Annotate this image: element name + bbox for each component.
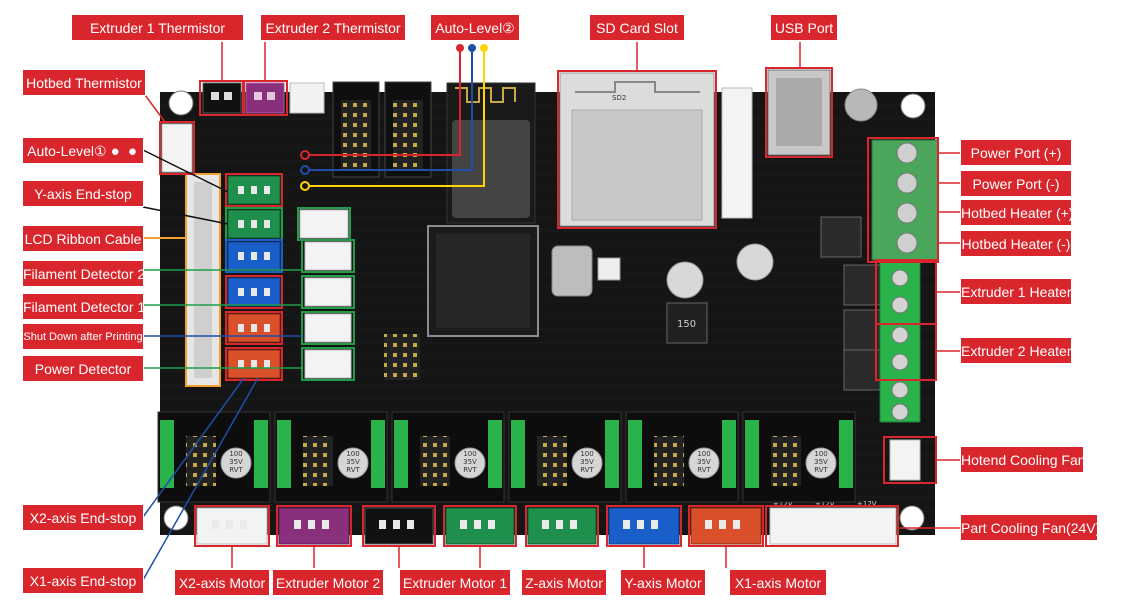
label-extruder-motor-2: Extruder Motor 2 [272,569,384,596]
driver-pin-strip [745,420,759,488]
usb-capacitor [844,88,878,122]
label-hotbed-heater-minus: Hotbed Heater (-) [960,230,1072,257]
label-sd-card-slot: SD Card Slot [589,14,685,41]
driver-capacitor [220,447,252,479]
label-extruder2-heater: Extruder 2 Heater [960,337,1072,364]
hotend-fan-connector [889,439,921,481]
label-auto-level-1: Auto-Level①● ● [22,137,144,164]
driver-jumper-header [303,436,333,486]
auto-level-1-text: Auto-Level① [27,143,107,159]
capacitor-text: RVT [814,466,828,474]
label-extruder1-heater: Extruder 1 Heater [960,278,1072,305]
svg-text:+12V: +12V [857,500,877,508]
auto-level-1-dots: ● ● [110,143,139,160]
driver-pin-strip [839,420,853,488]
capacitor-text: 35V [580,458,594,466]
label-extruder2-thermistor: Extruder 2 Thermistor [260,14,406,41]
inductor [666,302,708,344]
label-shut-down-after-printing: Shut Down after Printing [22,323,144,350]
capacitor-text: 35V [346,458,360,466]
label-x2-axis-endstop: X2-axis End-stop [22,504,144,531]
sd-slot-silk: SD2 [612,94,626,102]
capacitor-text: 100 [463,450,476,458]
driver-capacitor [805,447,837,479]
capacitor-text: RVT [229,466,243,474]
driver-pin-strip [160,420,174,488]
driver-jumper-header [654,436,684,486]
driver-jumper-header [771,436,801,486]
z2-motor-connector [527,507,597,545]
label-y-axis-endstop: Y-axis End-stop [22,180,144,207]
capacitor-text: 35V [697,458,711,466]
leader-lines [142,42,960,581]
driver-pin-strip [277,420,291,488]
capacitor-text: RVT [346,466,360,474]
label-extruder-motor-1: Extruder Motor 1 [399,569,511,596]
driver-pin-strip [254,420,268,488]
label-power-detector: Power Detector [22,355,144,382]
extruder2-thermistor-connector [245,82,285,114]
label-z-axis-motor: Z-axis Motor [521,569,607,596]
driver-pin-strip [722,420,736,488]
label-extruder1-thermistor: Extruder 1 Thermistor [71,14,244,41]
label-hotend-cooling-fan: Hotend Cooling Fan [960,446,1084,473]
capacitor-text: 35V [463,458,477,466]
label-filament-detector-2: Filament Detector 2 [22,260,144,287]
capacitor-text: 35V [814,458,828,466]
capacitor-text: 100 [580,450,593,458]
svg-text:150: 150 [677,319,696,330]
label-hotbed-thermistor: Hotbed Thermistor [22,69,146,96]
label-power-port-plus: Power Port (+) [960,139,1072,166]
driver-capacitor [571,447,603,479]
mounting-holes [163,90,926,531]
driver-jumper-header [420,436,450,486]
capacitor-text: RVT [580,466,594,474]
driver-socket [742,411,856,503]
label-filament-detector-1: Filament Detector 1 [22,293,144,320]
label-auto-level-2: Auto-Level② [430,14,520,41]
capacitor-text: 100 [697,450,710,458]
driver-capacitor [688,447,720,479]
driver-pin-strip [394,420,408,488]
stepper-driver-sockets: 10035VRVT10035VRVT10035VRVT10035VRVT1003… [157,411,856,503]
capacitor-text: 35V [229,458,243,466]
driver-pin-strip [371,420,385,488]
label-power-port-minus: Power Port (-) [960,170,1072,197]
driver-pin-strip [511,420,525,488]
capacitor-text: RVT [697,466,711,474]
capacitor-text: 100 [229,450,242,458]
part-fan-connectors [769,507,897,545]
driver-pin-strip [605,420,619,488]
label-part-cooling-fan: Part Cooling Fan(24V) [960,514,1098,541]
driver-capacitor [454,447,486,479]
driver-pin-strip [488,420,502,488]
svg-text:+12V: +12V [815,500,835,508]
svg-text:+12V: +12V [773,500,793,508]
capacitor-text: 100 [814,450,827,458]
label-x2-axis-motor: X2-axis Motor [174,569,270,596]
capacitor-text: RVT [463,466,477,474]
label-hotbed-heater-plus: Hotbed Heater (+) [960,199,1072,226]
label-y-axis-motor: Y-axis Motor [620,569,706,596]
label-x1-axis-endstop: X1-axis End-stop [22,567,144,594]
label-usb-port: USB Port [770,14,838,41]
driver-capacitor [337,447,369,479]
capacitor-text: 100 [346,450,359,458]
auto-level-2-wires [308,50,485,187]
driver-pin-strip [628,420,642,488]
extruder1-thermistor-connector [202,82,242,114]
driver-jumper-header [537,436,567,486]
label-lcd-ribbon-cable: LCD Ribbon Cable [22,225,144,252]
label-x1-axis-motor: X1-axis Motor [729,569,827,596]
hotbed-thermistor-connector [161,123,193,173]
